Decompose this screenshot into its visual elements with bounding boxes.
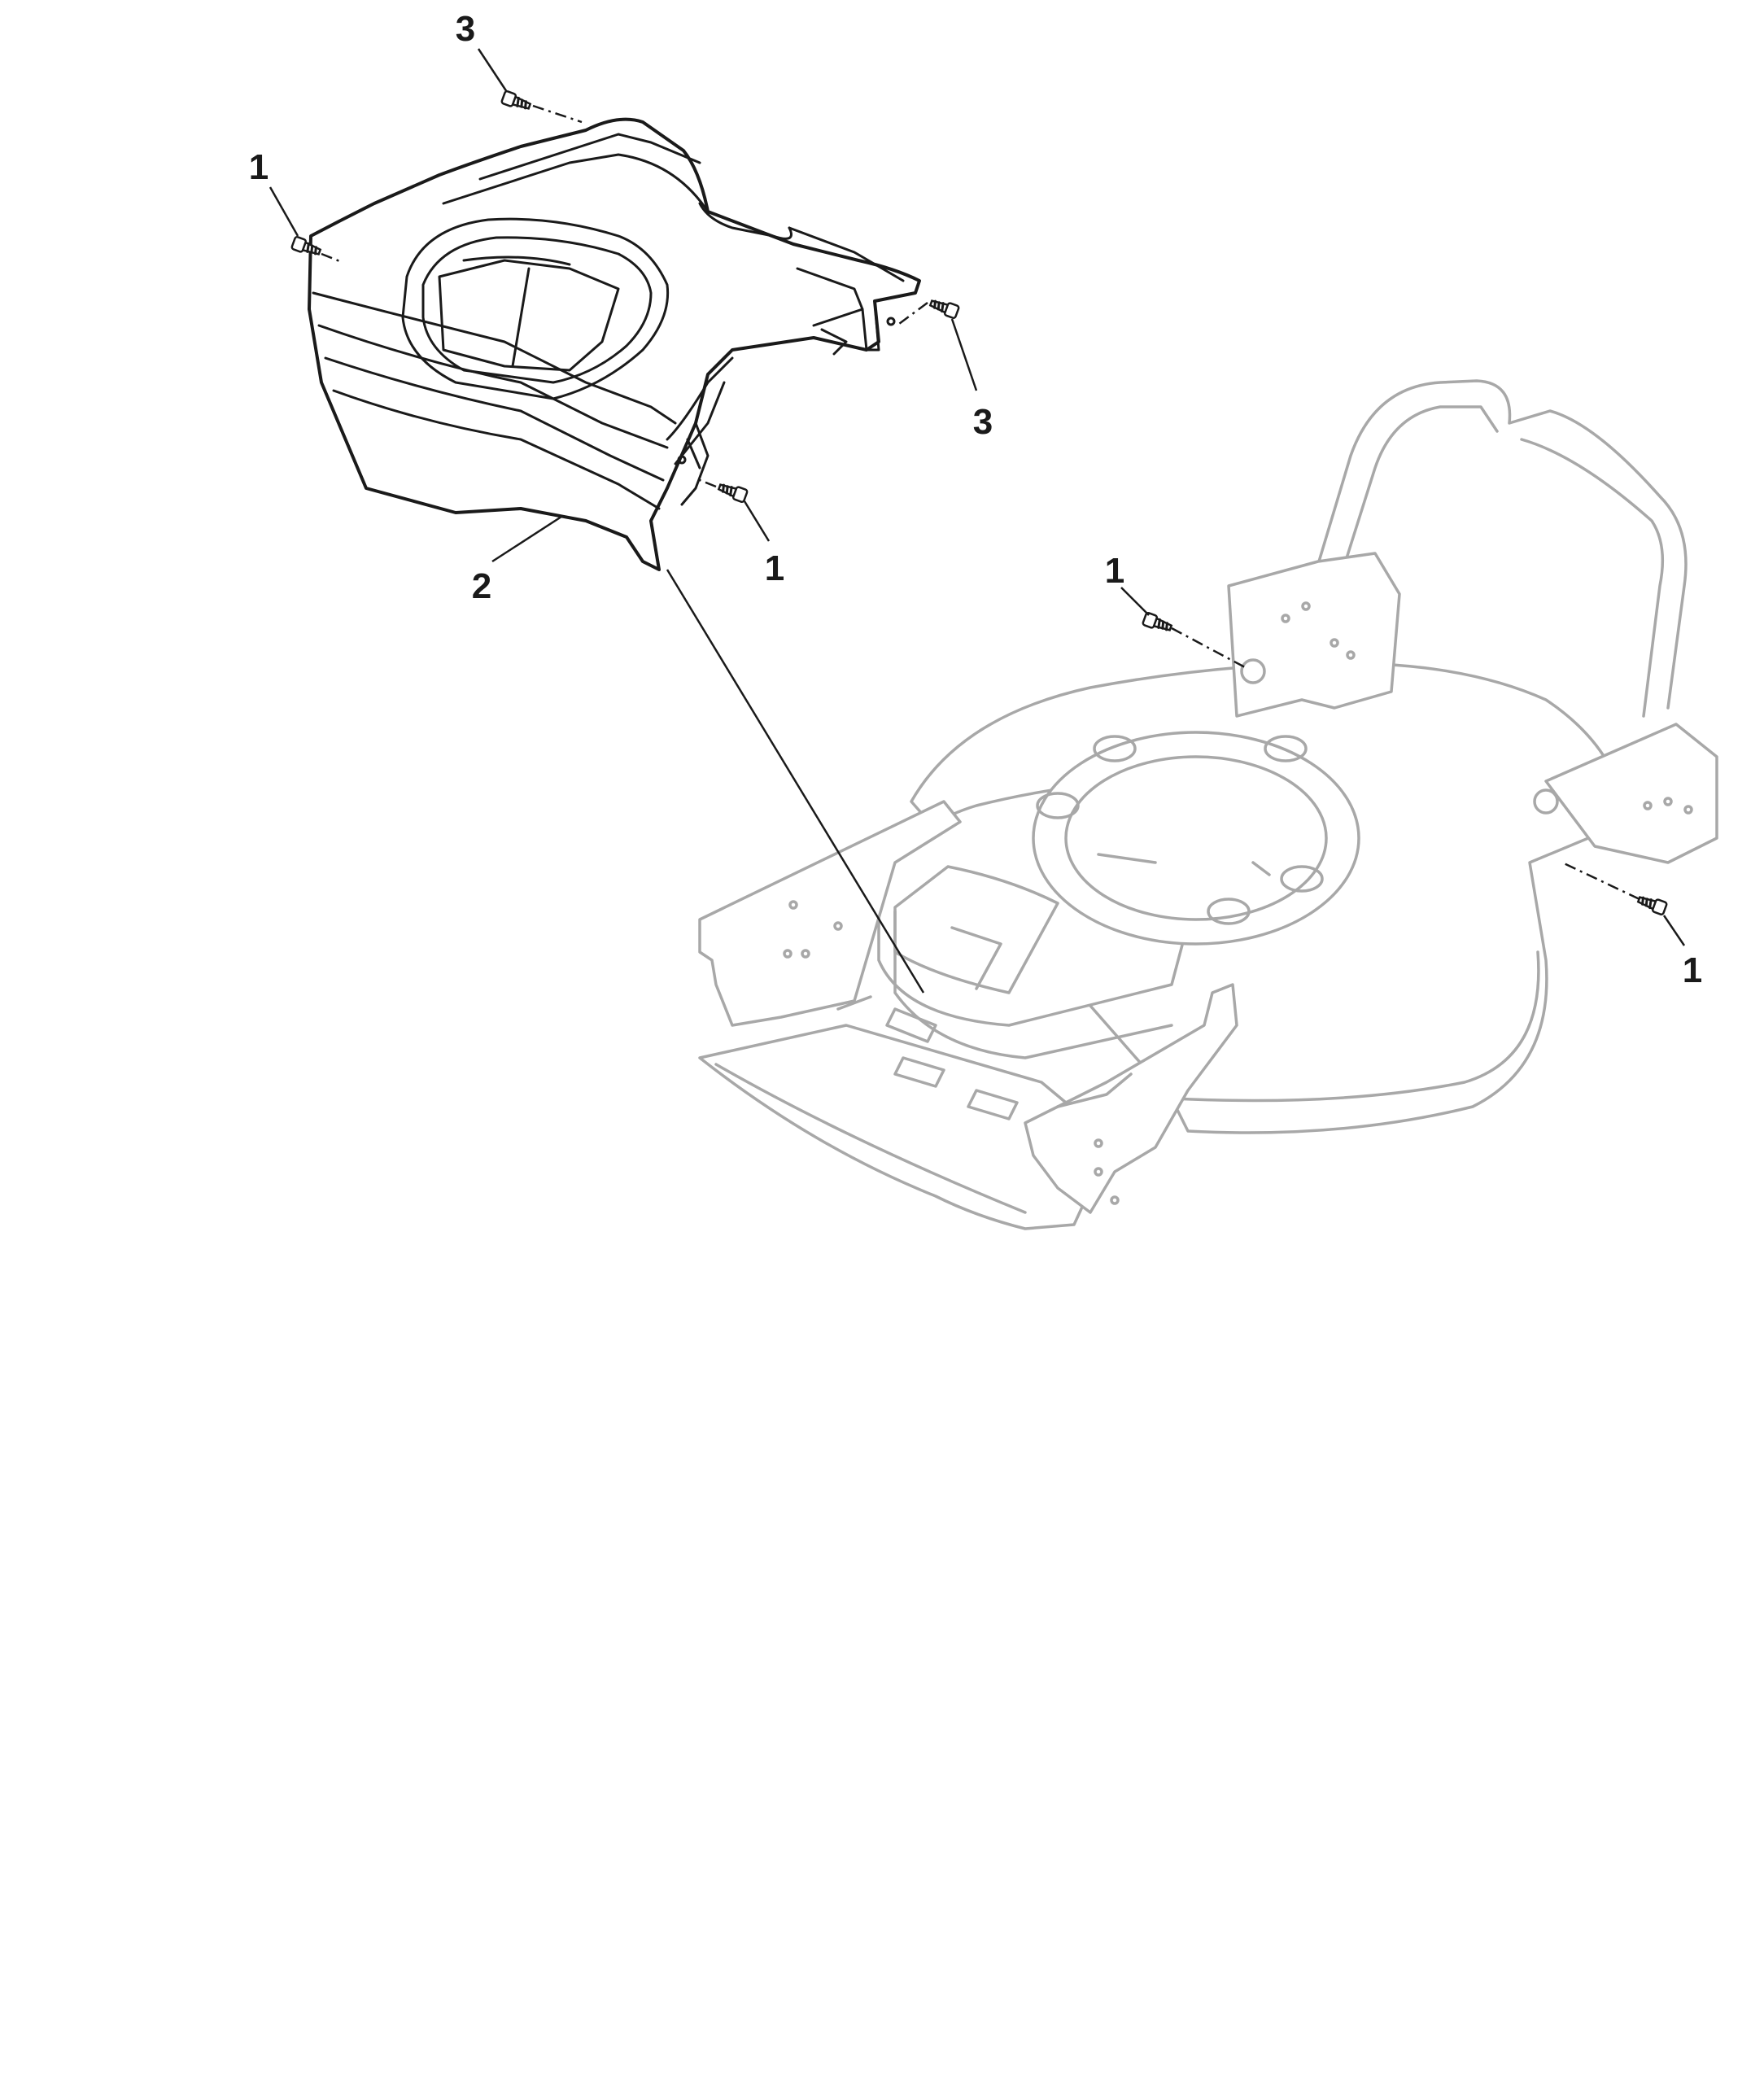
callout-1-middle: 1 [765, 548, 784, 588]
deck-rear-flap [698, 1024, 1100, 1230]
deck-left-plate [698, 800, 962, 1027]
screw-icon [717, 483, 749, 504]
callout-1-left: 1 [249, 147, 269, 187]
callout-leaders [269, 48, 1686, 946]
assembly-lines [321, 104, 1640, 994]
screw-icon [928, 299, 960, 320]
callout-3-top: 3 [456, 9, 475, 49]
callout-3-right: 3 [973, 402, 993, 442]
screw-icon [1142, 611, 1173, 631]
screw-icon [290, 235, 322, 256]
callout-1-deck-left: 1 [1105, 551, 1124, 591]
screw-icon [500, 90, 532, 110]
mower-deck-assembly [698, 379, 1718, 1230]
screw-icon [1636, 896, 1668, 916]
deck-handle [1276, 379, 1688, 710]
engine-cover-vent [401, 217, 670, 400]
deck-right-plate [1024, 983, 1238, 1214]
callout-2-cover: 2 [472, 566, 491, 606]
deck-rear-bracket [1544, 723, 1718, 864]
callout-1-deck-right: 1 [1683, 950, 1702, 990]
callout-labels: 3 1 3 1 2 1 1 [249, 9, 1702, 990]
deck-handle-bracket [1227, 552, 1401, 718]
engine-cover-outline [308, 117, 921, 571]
engine-cover-part-2 [308, 117, 921, 571]
engine-mount-ring [1032, 731, 1360, 946]
screws [290, 90, 1668, 916]
